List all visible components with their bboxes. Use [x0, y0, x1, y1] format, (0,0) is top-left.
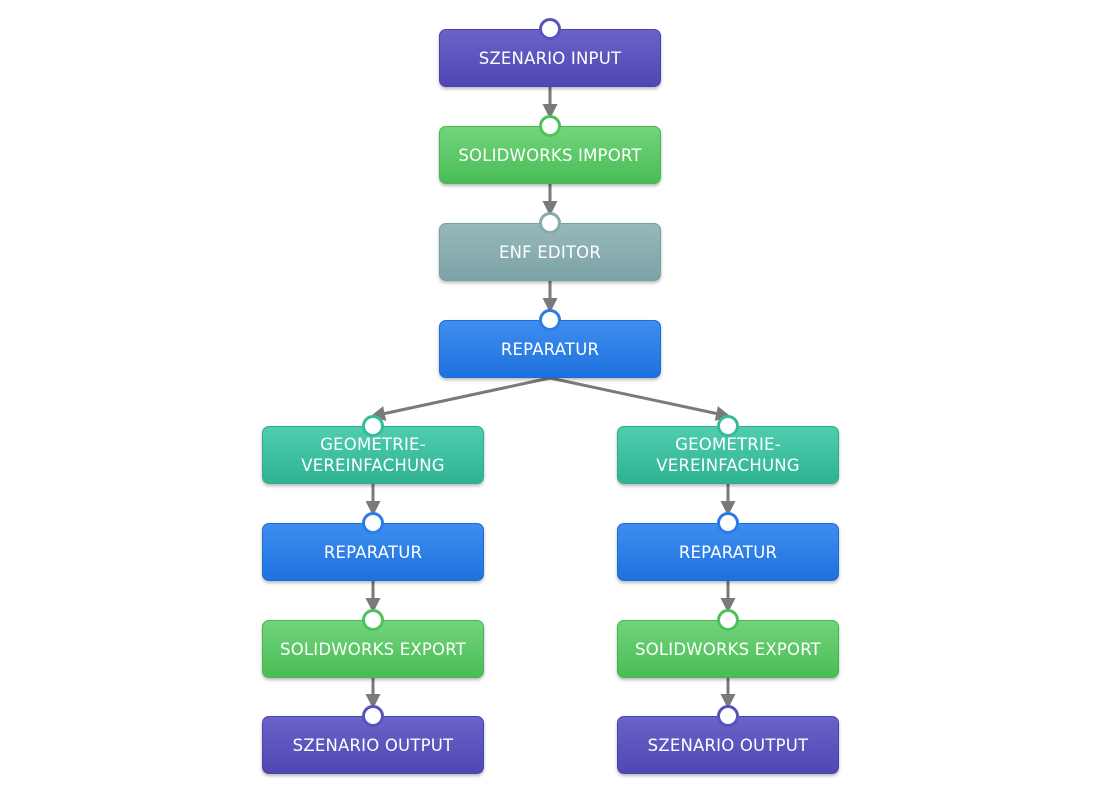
scenario-output-node-left[interactable]: SZENARIO OUTPUT	[262, 705, 484, 774]
solidworks-export-node-left[interactable]: SOLIDWORKS EXPORT	[262, 609, 484, 678]
node-label: GEOMETRIE- VEREINFACHUNG	[656, 435, 800, 475]
node-label: SOLIDWORKS EXPORT	[280, 639, 466, 659]
node-label: SOLIDWORKS EXPORT	[635, 639, 821, 659]
edge-repair_main-to-geometry_right	[549, 376, 731, 421]
node-label: REPARATUR	[500, 339, 600, 359]
node-label: SZENARIO OUTPUT	[292, 735, 454, 755]
node-label: REPARATUR	[678, 542, 778, 562]
node-label: SZENARIO OUTPUT	[647, 735, 809, 755]
node-label: GEOMETRIE- VEREINFACHUNG	[301, 435, 445, 475]
input-port-icon[interactable]	[717, 705, 739, 727]
geometry-simplification-node-right[interactable]: GEOMETRIE- VEREINFACHUNG	[617, 415, 839, 484]
scenario-input-node[interactable]: SZENARIO INPUT	[439, 18, 661, 87]
input-port-icon[interactable]	[539, 18, 561, 40]
node-label: SOLIDWORKS IMPORT	[458, 145, 642, 165]
input-port-icon[interactable]	[362, 609, 384, 631]
repair-node-left[interactable]: REPARATUR	[262, 512, 484, 581]
input-port-icon[interactable]	[539, 115, 561, 137]
edge-repair_main-to-geometry_left	[370, 376, 551, 421]
input-port-icon[interactable]	[717, 609, 739, 631]
input-port-icon[interactable]	[362, 705, 384, 727]
geometry-simplification-node-left[interactable]: GEOMETRIE- VEREINFACHUNG	[262, 415, 484, 484]
input-port-icon[interactable]	[717, 512, 739, 534]
input-port-icon[interactable]	[717, 415, 739, 437]
solidworks-import-node[interactable]: SOLIDWORKS IMPORT	[439, 115, 661, 184]
input-port-icon[interactable]	[362, 512, 384, 534]
node-label: REPARATUR	[323, 542, 423, 562]
node-label: ENF EDITOR	[498, 242, 602, 262]
repair-node[interactable]: REPARATUR	[439, 309, 661, 378]
input-port-icon[interactable]	[362, 415, 384, 437]
repair-node-right[interactable]: REPARATUR	[617, 512, 839, 581]
scenario-output-node-right[interactable]: SZENARIO OUTPUT	[617, 705, 839, 774]
solidworks-export-node-right[interactable]: SOLIDWORKS EXPORT	[617, 609, 839, 678]
input-port-icon[interactable]	[539, 309, 561, 331]
input-port-icon[interactable]	[539, 212, 561, 234]
enf-editor-node[interactable]: ENF EDITOR	[439, 212, 661, 281]
node-label: SZENARIO INPUT	[478, 48, 622, 68]
